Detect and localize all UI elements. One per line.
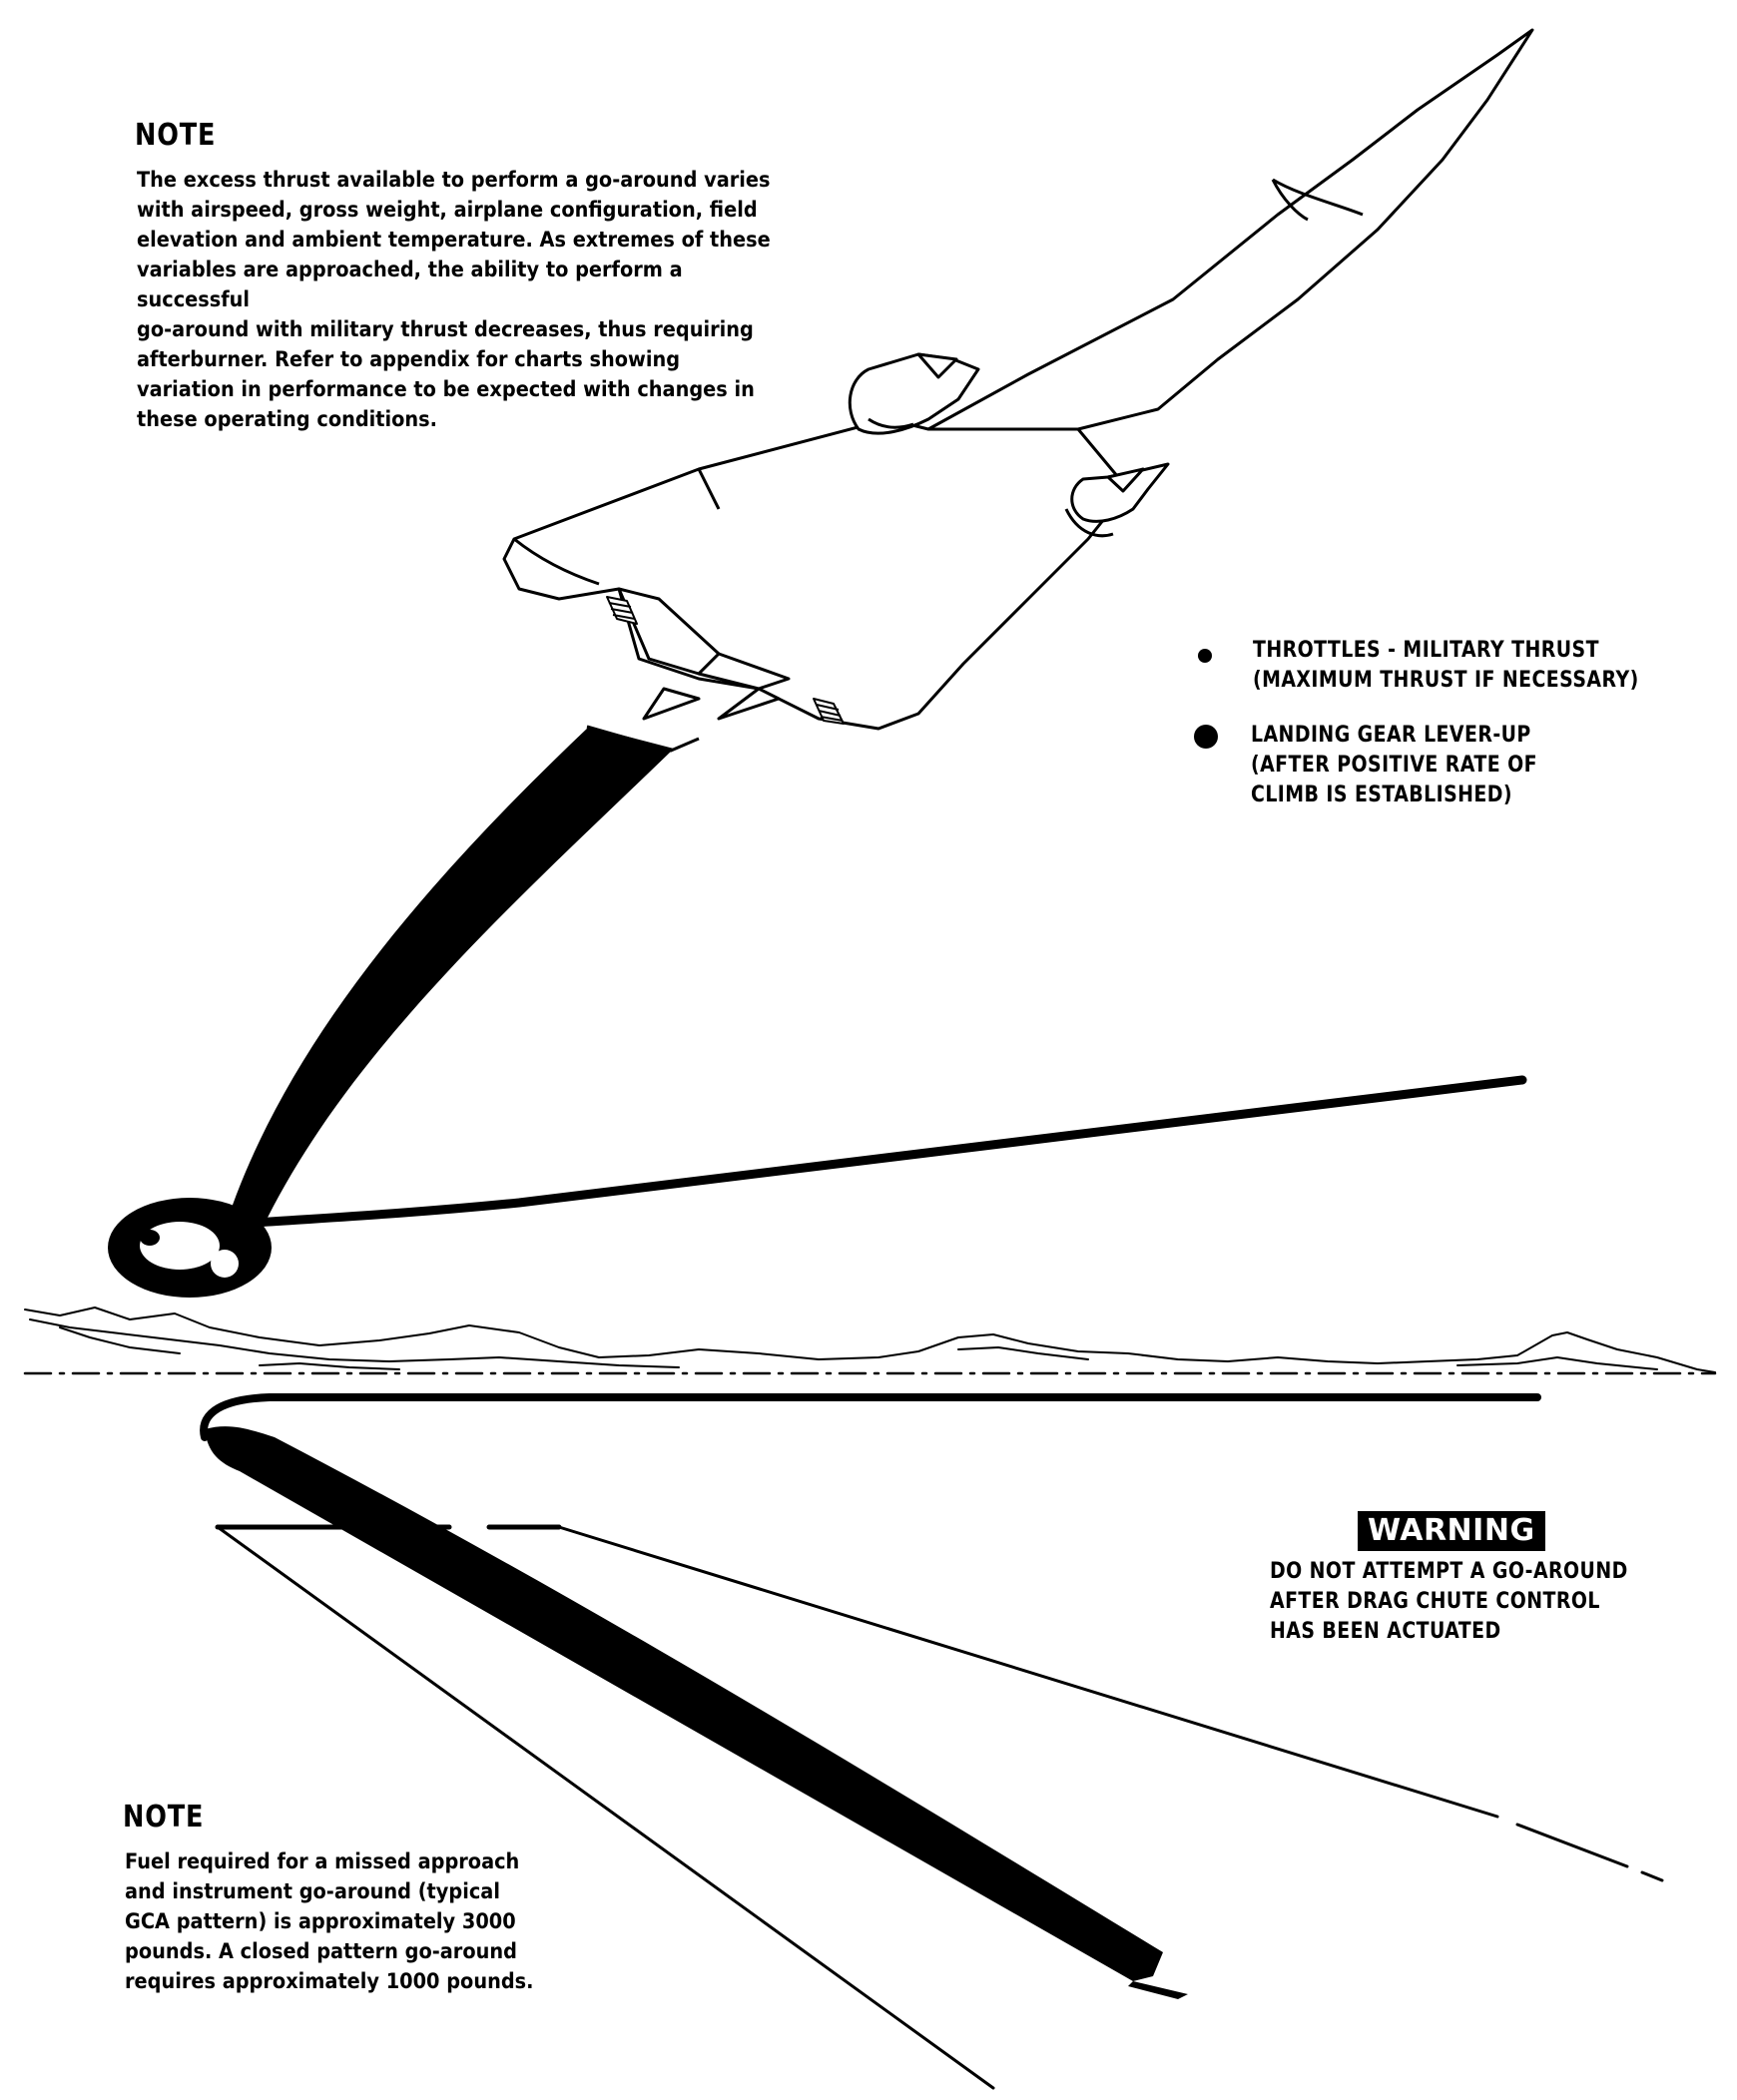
horizon-mountains: [25, 1308, 1715, 1372]
runway-path-end: [1128, 1981, 1188, 1999]
warning-badge: WARNING: [1358, 1511, 1545, 1551]
step-text-2: LANDING GEAR LEVER-UP (AFTER POSITIVE RA…: [1251, 721, 1611, 810]
step-bullet-1: [1198, 649, 1212, 663]
runway-right-edge-dash: [1517, 1825, 1627, 1866]
approach-path-upper: [255, 1080, 1522, 1223]
step-bullet-2: [1194, 725, 1218, 749]
touchdown-loop: [108, 1198, 272, 1298]
aircraft-fuselage: [928, 30, 1532, 469]
aircraft-wing: [504, 419, 1128, 729]
warning-text: DO NOT ATTEMPT A GO-AROUND AFTER DRAG CH…: [1270, 1557, 1647, 1647]
approach-path-lower: [204, 1397, 1537, 1437]
step-text-1: THROTTLES - MILITARY THRUST (MAXIMUM THR…: [1253, 636, 1682, 696]
note-top-text: The excess thrust available to perform a…: [137, 165, 798, 434]
climb-path: [222, 727, 674, 1238]
runway-right-edge-dash-2: [1642, 1872, 1662, 1880]
note-bottom-heading: NOTE: [123, 1800, 204, 1835]
note-top-heading: NOTE: [135, 118, 216, 153]
note-bottom-text: Fuel required for a missed approach and …: [125, 1846, 547, 1996]
